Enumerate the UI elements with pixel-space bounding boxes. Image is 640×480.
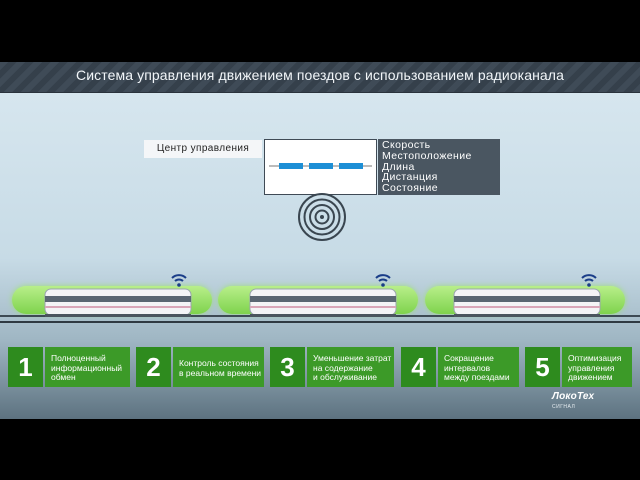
benefit-text: Уменьшение затрат на содержание и обслуж… <box>307 347 394 387</box>
benefit-card-4: 4 Сокращение интервалов между поездами <box>401 347 519 387</box>
company-logo: ЛокоТех <box>552 391 595 402</box>
benefit-number: 4 <box>401 347 436 387</box>
benefit-line: Сокращение <box>444 353 494 364</box>
train <box>453 288 601 317</box>
benefit-line: Уменьшение затрат <box>313 353 392 364</box>
benefit-line: на содержание <box>313 362 373 373</box>
company-logo-subtitle: СИГНАЛ <box>552 404 576 410</box>
benefit-number: 3 <box>270 347 305 387</box>
wifi-signal-icon <box>581 274 597 287</box>
wifi-signal-icon <box>375 274 391 287</box>
parameters-panel: Скорость Местоположение Длина Дистанция … <box>378 139 500 195</box>
control-center-display <box>264 139 377 195</box>
benefit-number: 1 <box>8 347 43 387</box>
wifi-signal-icon <box>171 274 187 287</box>
train-marker <box>309 163 333 169</box>
benefit-text: Сокращение интервалов между поездами <box>438 347 519 387</box>
train-marker <box>339 163 363 169</box>
benefit-line: и обслуживание <box>313 372 377 383</box>
parameter-speed: Скорость <box>382 139 431 151</box>
parameter-location: Местоположение <box>382 149 472 162</box>
diagram-scene: Система управления движением поездов с и… <box>0 62 640 419</box>
control-center-label: Центр управления <box>144 140 262 158</box>
parameter-length: Длина <box>382 160 415 173</box>
parameter-distance: Дистанция <box>382 171 438 184</box>
benefit-line: обмен <box>51 372 76 383</box>
train <box>249 288 397 317</box>
page-title: Система управления движением поездов с и… <box>76 67 564 83</box>
benefit-line: в реальном времени <box>179 367 262 378</box>
benefit-line: управления <box>568 362 615 373</box>
benefit-line: Оптимизация <box>568 353 622 364</box>
benefit-text: Контроль состояния в реальном времени <box>173 347 264 387</box>
benefit-card-2: 2 Контроль состояния в реальном времени <box>136 347 264 387</box>
benefit-card-3: 3 Уменьшение затрат на содержание и обсл… <box>270 347 394 387</box>
benefit-line: Контроль состояния <box>179 358 259 368</box>
parameter-state: Состояние <box>382 182 438 195</box>
benefit-text: Оптимизация управления движением <box>562 347 632 387</box>
benefit-card-1: 1 Полноценный информационный обмен <box>8 347 130 387</box>
track-diagram <box>269 163 372 169</box>
benefit-line: интервалов <box>444 362 491 373</box>
benefit-number: 5 <box>525 347 560 387</box>
benefit-card-5: 5 Оптимизация управления движением <box>525 347 632 387</box>
title-bar: Система управления движением поездов с и… <box>0 62 640 93</box>
radio-wave-icon <box>298 193 346 241</box>
train-marker <box>279 163 303 169</box>
benefit-line: между поездами <box>444 372 510 383</box>
benefit-line: Полноценный <box>51 353 106 364</box>
benefit-number: 2 <box>136 347 171 387</box>
benefit-text: Полноценный информационный обмен <box>45 347 130 387</box>
benefit-line: информационный <box>51 362 123 373</box>
benefit-line: движением <box>568 372 613 383</box>
train <box>44 288 192 317</box>
